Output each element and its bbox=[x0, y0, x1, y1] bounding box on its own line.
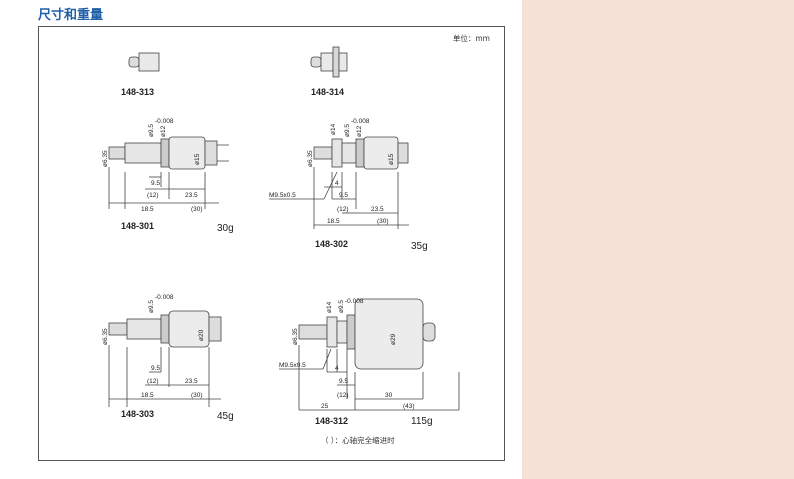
micrometer-head-148-312 bbox=[298, 298, 436, 370]
dimension-label: 30 bbox=[385, 392, 393, 399]
dimension-label: ø9.5 bbox=[148, 300, 155, 313]
weight-label: 115g bbox=[411, 416, 433, 427]
dimension-label: ø12 bbox=[160, 125, 167, 137]
dimension-label: 25 bbox=[321, 403, 329, 410]
footnote: （ ）：心轴完全缩进时 bbox=[321, 436, 395, 445]
dimension-label: 4 bbox=[335, 180, 339, 187]
unit-label: 单位：mm bbox=[452, 34, 490, 43]
model-code: 148-314 bbox=[311, 87, 344, 97]
technical-drawing: 148-313 148-314 148-301 30g 148-302 35g … bbox=[102, 46, 460, 427]
dimension-label: 18.5 bbox=[141, 206, 154, 213]
micrometer-head-148-314 bbox=[310, 46, 348, 78]
tolerance-label: -0.008 bbox=[345, 298, 364, 305]
dimension-label: (12) bbox=[147, 378, 159, 385]
tolerance-label: -0.008 bbox=[155, 118, 174, 125]
dimension-label: ø14 bbox=[330, 123, 337, 135]
dimension-label: (12) bbox=[337, 392, 349, 399]
dimension-label: 9.5 bbox=[151, 180, 160, 187]
page-title: 尺寸和重量 bbox=[38, 8, 104, 23]
dimension-label: 23.5 bbox=[371, 206, 384, 213]
dimension-label: ø6.35 bbox=[307, 150, 314, 167]
dimension-label: (43) bbox=[403, 403, 415, 410]
dimension-label: ø9.5 bbox=[338, 300, 345, 313]
dimension-label: ø29 bbox=[390, 333, 397, 345]
dimension-label: 9.5 bbox=[339, 192, 348, 199]
dimension-label: ø6.35 bbox=[292, 328, 299, 345]
dimension-label: ø6.35 bbox=[102, 328, 109, 345]
dimension-label: 23.5 bbox=[185, 192, 198, 199]
micrometer-head-148-301 bbox=[108, 136, 229, 170]
weight-label: 45g bbox=[217, 411, 234, 422]
micrometer-head-148-302 bbox=[313, 136, 409, 170]
drawing-frame: 单位：mm bbox=[38, 26, 505, 461]
micrometer-head-148-303 bbox=[108, 310, 222, 348]
dimension-label: 9.5 bbox=[339, 378, 348, 385]
dimension-label: ø15 bbox=[388, 153, 395, 165]
dimension-label: ø20 bbox=[198, 329, 205, 341]
model-code: 148-302 bbox=[315, 239, 348, 249]
dimension-label: (30) bbox=[191, 392, 203, 399]
dimension-label: ø6.35 bbox=[102, 150, 109, 167]
thread-label: M9.5x0.5 bbox=[279, 362, 306, 369]
model-code: 148-313 bbox=[121, 87, 154, 97]
dimension-label: ø14 bbox=[326, 301, 333, 313]
side-panel bbox=[522, 0, 794, 479]
tolerance-label: -0.008 bbox=[155, 294, 174, 301]
dimension-label: (30) bbox=[191, 206, 203, 213]
model-code: 148-312 bbox=[315, 416, 348, 426]
dimension-label: ø9.5 bbox=[148, 124, 155, 137]
micrometer-head-148-313 bbox=[128, 52, 160, 72]
dimension-label: 9.5 bbox=[151, 365, 160, 372]
dimension-label: 23.5 bbox=[185, 378, 198, 385]
model-code: 148-301 bbox=[121, 221, 154, 231]
dimension-label: ø12 bbox=[356, 125, 363, 137]
dimension-label: (12) bbox=[337, 206, 349, 213]
weight-label: 35g bbox=[411, 241, 428, 252]
thread-label: M9.5x0.5 bbox=[269, 192, 296, 199]
dimension-label: 18.5 bbox=[327, 218, 340, 225]
dimension-label: (30) bbox=[377, 218, 389, 225]
tolerance-label: -0.008 bbox=[351, 118, 370, 125]
dimension-label: (12) bbox=[147, 192, 159, 199]
dimension-label: 18.5 bbox=[141, 392, 154, 399]
dimension-label: 4 bbox=[335, 365, 339, 372]
weight-label: 30g bbox=[217, 223, 234, 234]
model-code: 148-303 bbox=[121, 409, 154, 419]
dimension-label: ø15 bbox=[194, 153, 201, 165]
dimension-label: ø9.5 bbox=[344, 124, 351, 137]
